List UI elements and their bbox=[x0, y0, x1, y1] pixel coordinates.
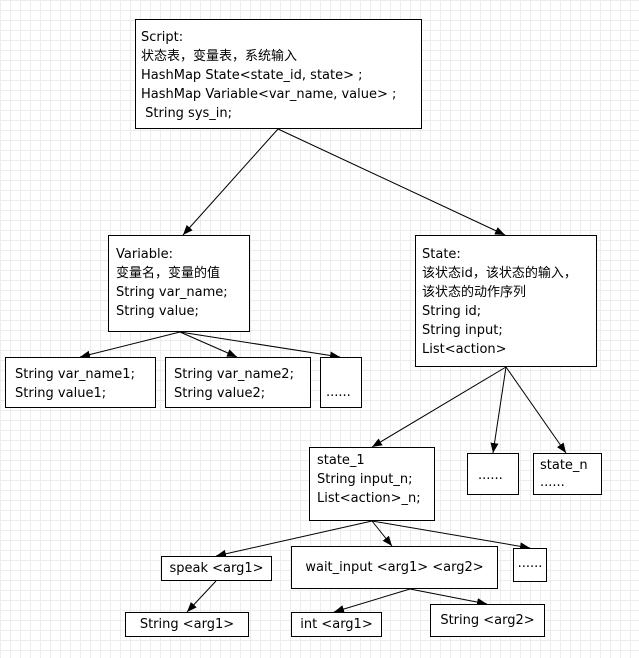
node-variable: Variable: 变量名，变量的值 String var_name; Stri… bbox=[108, 235, 250, 332]
edge-speak-arg1 bbox=[186, 580, 217, 613]
node-speak-arg1: String <arg1> bbox=[125, 612, 249, 637]
node-text: 该状态的动作序列 bbox=[422, 285, 527, 300]
node-text: String var_name1; bbox=[15, 367, 135, 382]
node-text: String value2; bbox=[174, 386, 266, 401]
node-text: ...... bbox=[326, 385, 351, 400]
edge-script-state bbox=[277, 128, 506, 236]
node-script: Script: 状态表，变量表，系统输入 HashMap State<state… bbox=[135, 19, 422, 129]
edge-state-state1 bbox=[371, 366, 507, 448]
node-wait-arg1: int <arg1> bbox=[291, 612, 382, 637]
node-action-more: ...... bbox=[513, 548, 547, 582]
node-text: String value1; bbox=[15, 386, 107, 401]
node-var1: String var_name1; String value1; bbox=[5, 357, 156, 408]
edge-variable-var1 bbox=[79, 331, 181, 359]
node-text: Variable: bbox=[116, 247, 174, 262]
node-text: State: bbox=[422, 247, 461, 262]
node-text: String input; bbox=[422, 323, 503, 338]
node-text: ...... bbox=[517, 556, 543, 571]
node-var2: String var_name2; String value2; bbox=[165, 357, 311, 408]
node-text: String sys_in; bbox=[141, 106, 233, 121]
node-text: state_n bbox=[540, 458, 588, 473]
node-text: ...... bbox=[478, 468, 503, 483]
edge-wait-arg1 bbox=[333, 588, 411, 613]
edge-state-state-n bbox=[505, 366, 567, 454]
edge-variable-var2 bbox=[179, 331, 238, 358]
node-text: HashMap Variable<var_name, value> ; bbox=[141, 87, 397, 102]
node-text: HashMap State<state_id, state> ; bbox=[141, 68, 363, 83]
edge-wait-arg2 bbox=[409, 588, 488, 607]
node-text: String var_name2; bbox=[174, 367, 294, 382]
node-text: List<action>_n; bbox=[317, 491, 421, 506]
node-wait-input: wait_input <arg1> <arg2> bbox=[291, 546, 498, 589]
node-text: String <arg2> bbox=[440, 613, 535, 628]
node-text: wait_input <arg1> <arg2> bbox=[305, 560, 484, 575]
node-text: String <arg1> bbox=[139, 617, 235, 632]
edge-state-state-more bbox=[490, 366, 507, 454]
node-speak: speak <arg1> bbox=[161, 556, 272, 581]
node-text: String id; bbox=[422, 304, 482, 319]
node-state-more: ...... bbox=[467, 453, 519, 495]
node-text: String value; bbox=[116, 304, 199, 319]
node-state: State: 该状态id，该状态的输入， 该状态的动作序列 String id;… bbox=[415, 235, 597, 367]
node-text: state_1 bbox=[317, 453, 365, 468]
node-text: 该状态id，该状态的输入， bbox=[422, 266, 577, 281]
node-text: speak <arg1> bbox=[169, 561, 264, 576]
node-text: List<action> bbox=[422, 342, 507, 357]
node-text: Script: bbox=[141, 30, 184, 45]
node-state-n: state_n ...... bbox=[533, 453, 602, 495]
node-text: int <arg1> bbox=[300, 617, 373, 632]
edge-state1-wait-input bbox=[371, 520, 393, 547]
node-text: 状态表，变量表，系统输入 bbox=[141, 49, 298, 64]
node-text: String input_n; bbox=[317, 472, 413, 487]
node-wait-arg2: String <arg2> bbox=[430, 604, 545, 637]
edge-variable-var-more bbox=[179, 331, 341, 360]
edge-state1-action-more bbox=[371, 520, 531, 551]
node-state1: state_1 String input_n; List<action>_n; bbox=[309, 447, 435, 521]
node-text: String var_name; bbox=[116, 285, 228, 300]
edge-state1-speak bbox=[215, 520, 373, 558]
node-var-more: ...... bbox=[320, 357, 362, 408]
node-text: ...... bbox=[540, 475, 565, 490]
node-text: 变量名，变量的值 bbox=[116, 266, 221, 281]
edge-script-variable bbox=[182, 128, 279, 236]
